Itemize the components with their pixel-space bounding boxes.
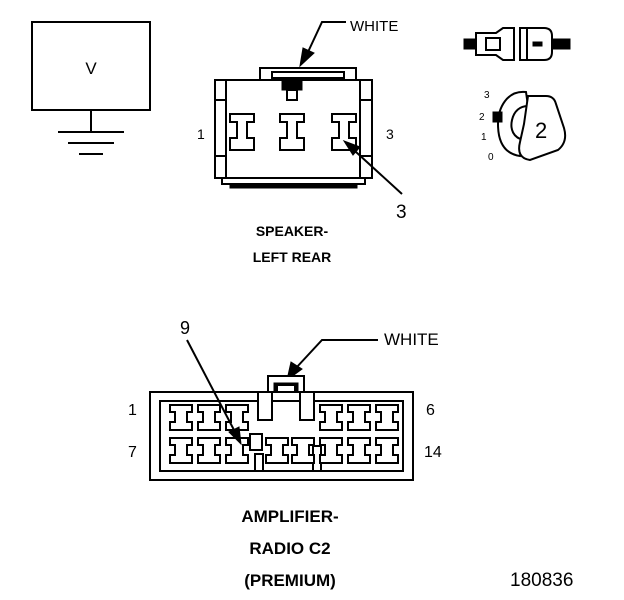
voltmeter: V [31,21,151,155]
speaker-color-label: WHITE [350,18,398,35]
amplifier-color-label: WHITE [384,330,439,349]
amplifier-pin-top-right: 6 [426,402,435,419]
probe-plug-icon [463,27,571,61]
amplifier-cavity-row-top [169,404,399,431]
ground-icon [58,131,124,155]
amplifier-pin-bottom-right: 14 [424,444,442,461]
dial-position-number: 2 [535,118,547,143]
dial-scale-2: 2 [479,112,485,123]
speaker-title-line2: LEFT REAR [253,249,332,265]
speaker-connector: WHITE 1 3 3 SPEAKER- [197,18,407,265]
amplifier-cavity-row-bottom [169,437,399,464]
amplifier-callout-number: 9 [180,318,190,338]
amplifier-connector: WHITE [128,318,442,590]
amplifier-title-line1: AMPLIFIER- [241,507,338,526]
amplifier-title-line2: RADIO C2 [249,539,330,558]
dial-scale-0: 0 [488,152,494,163]
figure-number: 180836 [510,570,573,591]
speaker-pin-right-label: 3 [386,126,394,142]
speaker-callout-number: 3 [396,202,407,223]
speaker-terminal-2 [279,113,305,151]
amplifier-pin-bottom-left: 7 [128,444,137,461]
amplifier-title-line3: (PREMIUM) [244,571,336,590]
speaker-terminal-1 [229,113,255,151]
voltmeter-symbol: V [85,59,97,78]
amplifier-pin-top-left: 1 [128,402,137,419]
probe-detail: 3 2 1 0 2 [463,27,571,163]
dial-scale-1: 1 [481,132,487,143]
speaker-title-line1: SPEAKER- [256,223,329,239]
dial-position-icon [492,90,567,162]
dial-scale-3: 3 [484,90,490,101]
speaker-pin-left-label: 1 [197,126,205,142]
